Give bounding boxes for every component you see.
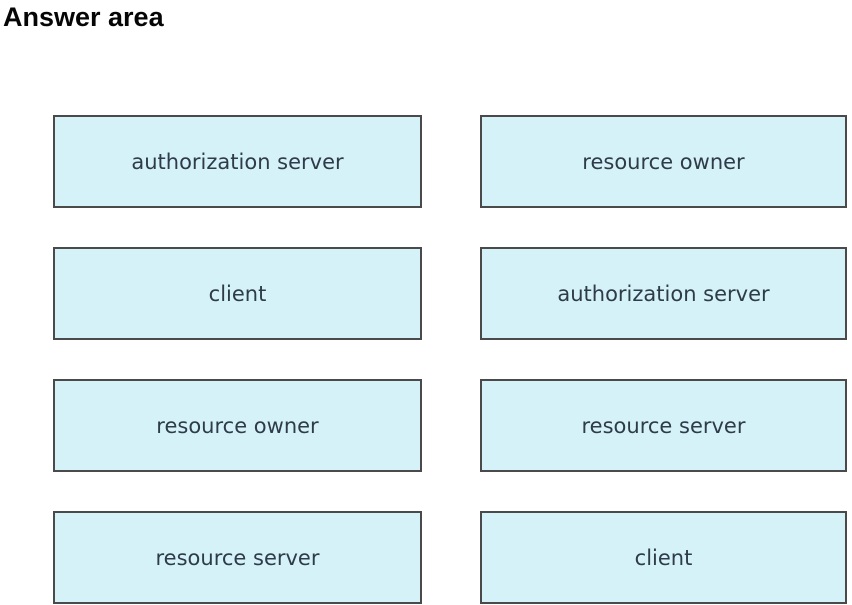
drag-item-left-2[interactable]: client [53,247,422,340]
drag-item-right-2[interactable]: authorization server [480,247,847,340]
drag-item-left-3[interactable]: resource owner [53,379,422,472]
drag-item-label: authorization server [557,281,770,306]
drag-item-label: resource owner [582,149,745,174]
drag-item-label: resource server [155,545,320,570]
drag-item-label: authorization server [131,149,344,174]
drag-item-label: client [634,545,693,570]
drag-item-right-1[interactable]: resource owner [480,115,847,208]
drag-item-left-4[interactable]: resource server [53,511,422,604]
answer-area-grid: authorization server resource owner clie… [53,115,847,604]
answer-area-title: Answer area [3,2,164,32]
drag-item-label: resource server [581,413,746,438]
drag-item-label: client [208,281,267,306]
drag-item-right-3[interactable]: resource server [480,379,847,472]
drag-item-label: resource owner [156,413,319,438]
drag-item-left-1[interactable]: authorization server [53,115,422,208]
drag-item-right-4[interactable]: client [480,511,847,604]
